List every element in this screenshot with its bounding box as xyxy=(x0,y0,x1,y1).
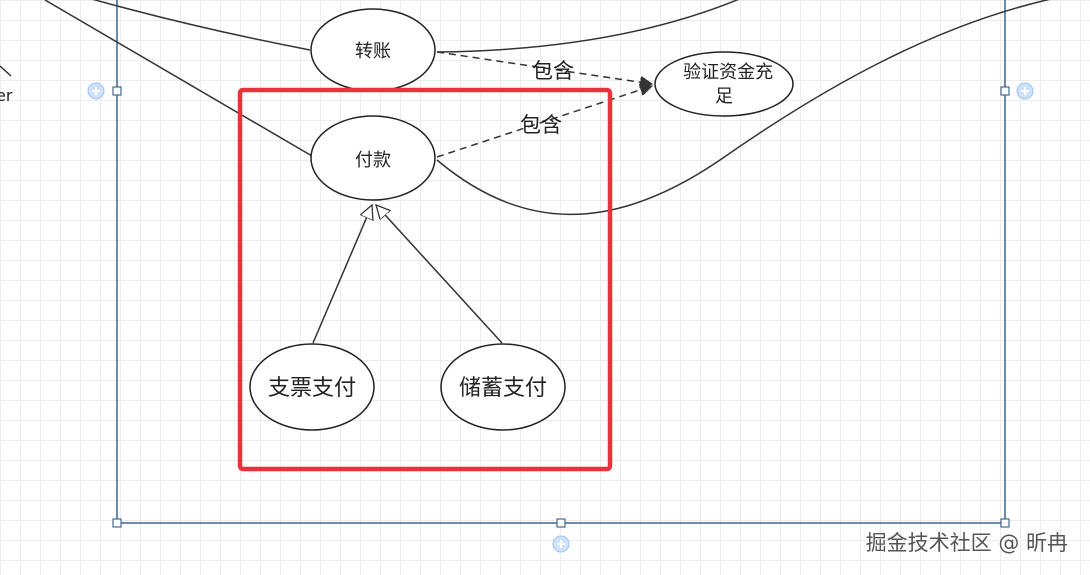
resize-handle-left[interactable] xyxy=(112,86,122,96)
use-case-payment[interactable]: 付款 xyxy=(310,115,436,201)
resize-handle-bottom-left[interactable] xyxy=(112,518,122,528)
add-connection-right-icon[interactable] xyxy=(1016,82,1034,100)
include-transfer-verify[interactable] xyxy=(436,51,652,84)
association-actor-transfer[interactable] xyxy=(60,0,311,51)
use-case-savings-payment-label: 储蓄支付 xyxy=(459,376,547,401)
use-case-transfer[interactable]: 转账 xyxy=(310,8,436,92)
add-connection-left-icon[interactable] xyxy=(87,82,105,100)
resize-handle-bottom-right[interactable] xyxy=(1000,518,1010,528)
use-case-transfer-label: 转账 xyxy=(355,41,391,62)
use-case-savings-payment[interactable]: 储蓄支付 xyxy=(440,343,566,431)
include-label-1: 包含 xyxy=(532,59,574,83)
association-payment-right[interactable] xyxy=(436,0,1070,216)
use-case-cheque-payment-label: 支票支付 xyxy=(268,376,356,401)
use-case-verify-funds-label: 验证资金充 足 xyxy=(683,62,779,107)
include-label-2: 包含 xyxy=(520,113,562,137)
use-case-verify-funds[interactable]: 验证资金充 足 xyxy=(654,51,794,117)
watermark: 掘金技术社区 @ 昕冉 xyxy=(866,531,1068,555)
association-actor-payment[interactable] xyxy=(44,0,313,157)
association-transfer-right[interactable] xyxy=(436,0,760,53)
actor-label-fragment: er xyxy=(0,86,13,105)
generalization-cheque-payment[interactable] xyxy=(312,205,372,344)
resize-handle-bottom[interactable] xyxy=(556,518,566,528)
resize-handle-right[interactable] xyxy=(1000,86,1010,96)
use-case-payment-label: 付款 xyxy=(355,150,391,171)
highlight-box xyxy=(237,87,613,472)
actor-arm-fragment xyxy=(0,65,12,77)
generalization-savings-payment[interactable] xyxy=(376,205,503,344)
add-connection-bottom-icon[interactable] xyxy=(552,535,570,553)
use-case-cheque-payment[interactable]: 支票支付 xyxy=(249,343,375,431)
include-payment-verify[interactable] xyxy=(436,86,652,158)
